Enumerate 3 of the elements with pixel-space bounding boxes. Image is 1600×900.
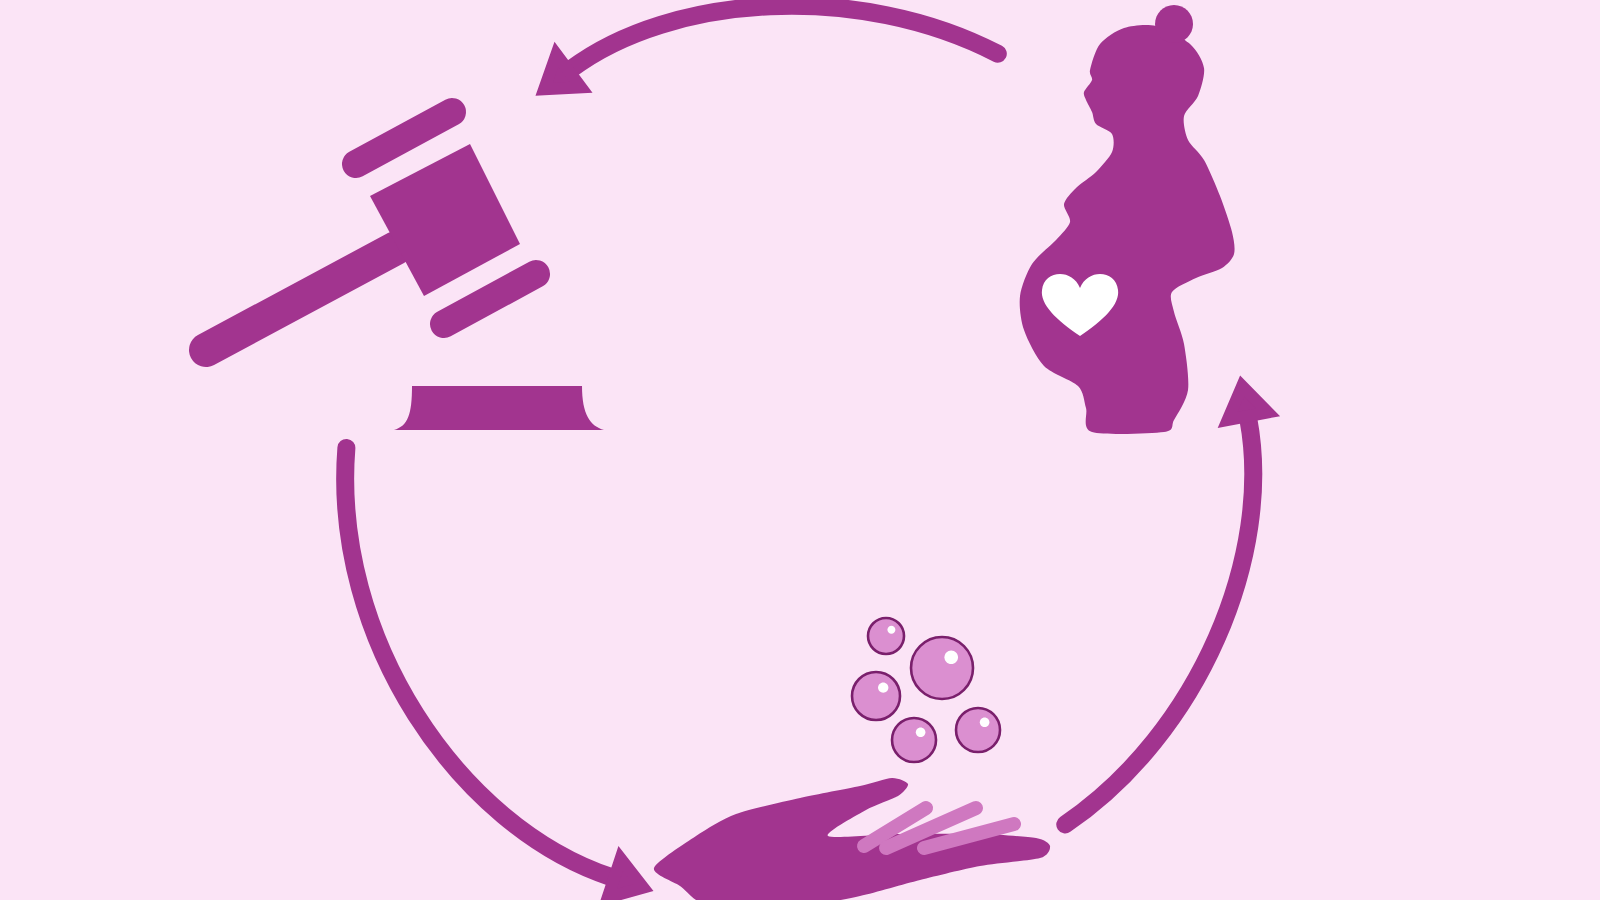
hand-with-eggs-illustration bbox=[653, 616, 1051, 900]
gavel-illustration bbox=[189, 98, 604, 430]
pregnant-woman-silhouette bbox=[1019, 5, 1235, 434]
